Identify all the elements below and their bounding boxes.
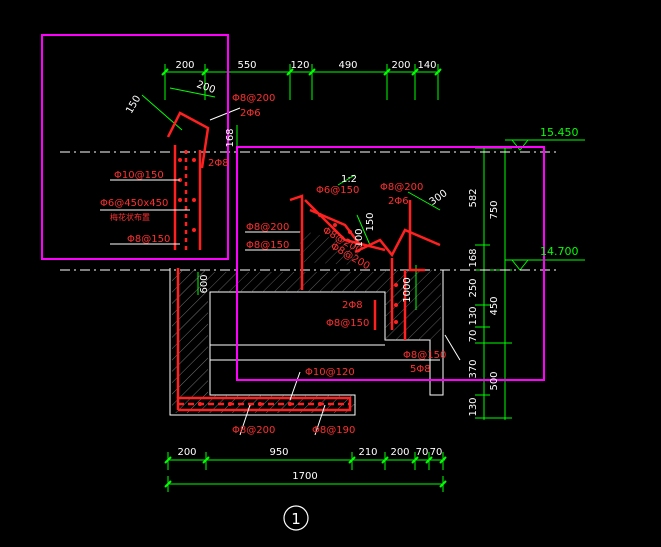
right-dim-168: 168 [468, 248, 479, 267]
right-dimension-texts: 582 168 250 130 70 370 130 750 450 500 [468, 188, 500, 416]
right-dim-450: 450 [489, 296, 500, 315]
right-dim-370: 370 [468, 359, 479, 378]
mid-detail-dim-1000: 1000 [402, 277, 413, 302]
top-dim-1: 200 [175, 60, 194, 71]
mid-detail-dim-600: 600 [199, 274, 210, 293]
right-dim-582: 582 [468, 188, 479, 207]
leader-lines [100, 107, 461, 436]
rebar-label-mid-1: Φ6@150 [316, 185, 359, 196]
level-15450: 15.450 [540, 126, 579, 139]
bottom-dim-2: 950 [269, 447, 288, 458]
top-dim-2: 550 [237, 60, 256, 71]
overall-dim: 1700 [292, 471, 317, 482]
bottom-dim-5: 70 [416, 447, 429, 458]
mid-detail-dim-300: 300 [428, 188, 450, 208]
bottom-dim-4: 200 [390, 447, 409, 458]
left-detail-dim-150: 150 [124, 94, 143, 116]
right-dim-750: 750 [489, 200, 500, 219]
top-dim-5: 200 [391, 60, 410, 71]
rebar-label-left-1: Φ10@150 [114, 170, 164, 181]
right-dim-250: 250 [468, 278, 479, 297]
dimension-ticks [161, 68, 447, 488]
level-14700: 14.700 [540, 245, 579, 258]
rebar-label-left-note: 梅花状布置 [110, 212, 150, 222]
bottom-dim-6: 70 [430, 447, 443, 458]
bottom-dim-1: 200 [177, 447, 196, 458]
reference-lines [60, 151, 560, 271]
bottom-dimension-texts: 200 950 210 200 70 70 1700 [177, 447, 442, 482]
mid-detail-slope: 1:2 [341, 174, 357, 185]
left-detail-dim-168: 168 [225, 128, 236, 147]
rebar-label-left-top-1: Φ8@200 [232, 93, 275, 104]
level-texts: 15.450 14.700 [540, 126, 579, 258]
rebar-label-lower-1: 2Φ8 [342, 300, 363, 311]
right-dim-130: 130 [468, 306, 479, 325]
right-dim-130b: 130 [468, 397, 479, 416]
rebar-label-mid-3: Φ8@150 [246, 240, 289, 251]
selection-box-left[interactable] [41, 34, 229, 260]
rebar-dots [178, 158, 398, 406]
top-dim-6: 140 [417, 60, 436, 71]
rebar-label-lower-2: Φ8@150 [326, 318, 369, 329]
rebar-label-lower-4: 5Φ8 [410, 364, 431, 375]
mid-detail-dim-150: 150 [365, 212, 376, 231]
rebar-label-left-top-2: 2Φ6 [240, 108, 261, 119]
bottom-dim-3: 210 [358, 447, 377, 458]
selection-box-right[interactable] [236, 146, 545, 381]
rebar-label-bottom-1: Φ10@120 [305, 367, 355, 378]
right-dim-70: 70 [468, 330, 479, 343]
top-dim-4: 490 [338, 60, 357, 71]
rebar-label-mid-2: Φ8@200 [246, 222, 289, 233]
top-dimension-texts: 200 550 120 490 200 140 [175, 60, 436, 71]
rebar-label-bottom-3: Φ8@190 [312, 425, 355, 436]
rebar-label-lower-3: Φ8@150 [403, 350, 446, 361]
rebar-label-left-mid: 2Φ8 [208, 158, 229, 169]
section-mark-number: 1 [291, 510, 301, 528]
section-mark: 1 [283, 505, 309, 531]
rebar-label-left-2: Φ6@450x450 [100, 198, 168, 209]
mid-detail-dim-100: 100 [354, 228, 365, 247]
concrete-hatch [172, 230, 441, 413]
rebar-label-right-2: 2Φ6 [388, 196, 409, 207]
rebar-label-left-3: Φ8@150 [127, 234, 170, 245]
rebar-label-texts: Φ8@200 2Φ6 2Φ8 Φ10@150 Φ6@450x450 梅花状布置 … [100, 93, 446, 436]
rebar-label-bottom-2: Φ8@200 [232, 425, 275, 436]
rebar-label-right-1: Φ8@200 [380, 182, 423, 193]
top-dim-3: 120 [290, 60, 309, 71]
right-dim-500: 500 [489, 371, 500, 390]
